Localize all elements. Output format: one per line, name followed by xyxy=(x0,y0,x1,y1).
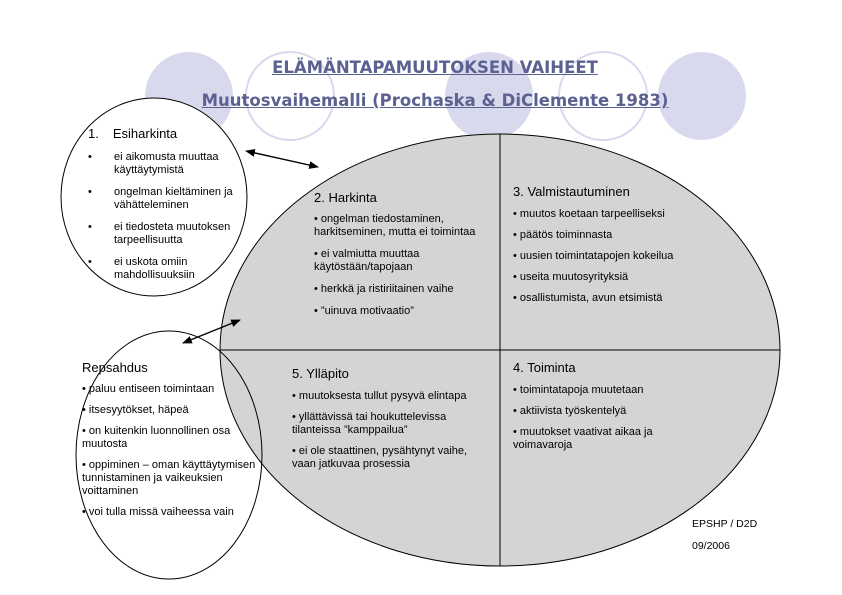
bullet-icon: • xyxy=(513,229,517,241)
page-subtitle: Muutosvaihemalli (Prochaska & DiClemente… xyxy=(201,91,669,110)
bullet-icon: • xyxy=(292,411,296,423)
stage-toiminta-heading: 4. Toiminta xyxy=(513,360,576,375)
list-item: •ongelman kieltäminen ja vähätteleminen xyxy=(88,186,233,211)
bullet-icon: • xyxy=(88,151,92,163)
list-item: • aktiivista työskentelyä xyxy=(513,405,627,417)
footer-org: EPSHP / D2D xyxy=(692,518,758,530)
bullet-icon: • xyxy=(513,292,517,304)
list-item: • ei valmiutta muuttaa käytöstään/tapoja… xyxy=(314,248,420,273)
stage-repsahdus-list: • paluu entiseen toimintaan • itsesyytök… xyxy=(82,383,278,519)
decor-circle xyxy=(445,52,533,140)
list-item: • voi tulla missä vaiheessa vain xyxy=(82,506,234,518)
stage-harkinta-list: • ongelman tiedostaminen, harkitseminen,… xyxy=(314,213,499,318)
decor-circle xyxy=(245,51,335,141)
bullet-icon: • xyxy=(513,384,517,396)
bullet-icon: • xyxy=(88,186,92,198)
stage-repsahdus-heading: Repsahdus xyxy=(82,360,148,375)
list-item: • toimintatapoja muutetaan xyxy=(513,384,644,396)
list-item: • on kuitenkin luonnollinen osa muutosta xyxy=(82,425,231,450)
esiharkinta-ellipse xyxy=(60,97,248,297)
bullet-icon: • xyxy=(88,256,92,268)
list-item: • useita muutosyrityksiä xyxy=(513,271,629,283)
bullet-icon: • xyxy=(513,208,517,220)
list-item: •ei uskota omiin mahdollisuuksiin xyxy=(88,256,195,281)
decor-circle xyxy=(658,52,746,140)
bullet-icon: • xyxy=(314,248,318,260)
list-item: • paluu entiseen toimintaan xyxy=(82,383,215,395)
stage-title: Esiharkinta xyxy=(112,126,178,141)
bullet-icon: • xyxy=(82,506,86,518)
bullet-icon: • xyxy=(82,404,86,416)
bullet-icon: • xyxy=(513,250,517,262)
decor-circle xyxy=(558,51,648,141)
bullet-icon: • xyxy=(314,213,318,225)
bullet-icon: • xyxy=(513,271,517,283)
bullet-icon: • xyxy=(314,305,318,317)
list-item: • oppiminen – oman käyttäytymisen tunnis… xyxy=(82,459,256,497)
list-item: • yllättävissä tai houkuttelevissa tilan… xyxy=(292,411,447,436)
bullet-icon: • xyxy=(88,221,92,233)
list-item: • ei ole staattinen, pysähtynyt vaihe, v… xyxy=(292,445,468,470)
double-arrow-icon xyxy=(182,319,241,344)
list-item: •ei tiedosteta muutoksen tarpeellisuutta xyxy=(88,221,231,246)
bullet-icon: • xyxy=(82,459,86,471)
bullet-icon: • xyxy=(292,390,296,402)
list-item: • ”uinuva motivaatio” xyxy=(314,305,414,317)
repsahdus-ellipse xyxy=(75,330,263,580)
list-item: • osallistumista, avun etsimistä xyxy=(513,292,663,304)
stage-yllapito-list: • muutoksesta tullut pysyvä elintapa • y… xyxy=(292,390,492,471)
list-item: • muutos koetaan tarpeelliseksi xyxy=(513,208,665,220)
list-item: • muutokset vaativat aikaa ja voimavaroj… xyxy=(513,426,653,451)
double-arrow-icon xyxy=(245,149,319,169)
bullet-icon: • xyxy=(513,405,517,417)
bullet-icon: • xyxy=(292,445,296,457)
bullet-icon: • xyxy=(314,283,318,295)
stage-esiharkinta-list: •ei aikomusta muuttaa käyttäytymistä •on… xyxy=(88,151,248,291)
stage-number: 1. xyxy=(88,126,99,141)
bullet-icon: • xyxy=(82,425,86,437)
list-item: •ei aikomusta muuttaa käyttäytymistä xyxy=(88,151,219,176)
stage-harkinta-heading: 2. Harkinta xyxy=(314,190,377,205)
stage-esiharkinta-heading: 1. Esiharkinta xyxy=(88,126,177,141)
stage-toiminta-list: • toimintatapoja muutetaan • aktiivista … xyxy=(513,384,708,452)
stage-valmistautuminen-heading: 3. Valmistautuminen xyxy=(513,184,630,199)
list-item: • itsesyytökset, häpeä xyxy=(82,404,189,416)
list-item: • ongelman tiedostaminen, harkitseminen,… xyxy=(314,213,476,238)
bullet-icon: • xyxy=(82,383,86,395)
page-title: ELÄMÄNTAPAMUUTOKSEN VAIHEET xyxy=(272,58,598,77)
bullet-icon: • xyxy=(513,426,517,438)
list-item: • päätös toiminnasta xyxy=(513,229,613,241)
footer-date: 09/2006 xyxy=(692,540,730,552)
list-item: • uusien toimintatapojen kokeilua xyxy=(513,250,674,262)
stage-valmistautuminen-list: • muutos koetaan tarpeelliseksi • päätös… xyxy=(513,208,673,313)
list-item: • herkkä ja ristiriitainen vaihe xyxy=(314,283,454,295)
stage-yllapito-heading: 5. Ylläpito xyxy=(292,366,349,381)
list-item: • muutoksesta tullut pysyvä elintapa xyxy=(292,390,467,402)
